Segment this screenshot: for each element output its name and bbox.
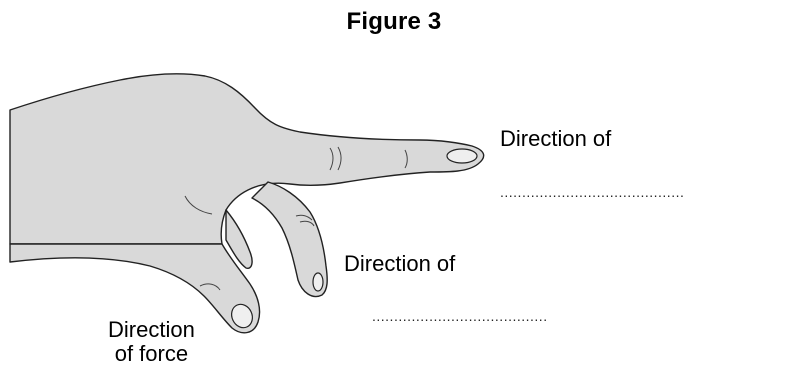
hand-palm xyxy=(10,74,484,244)
thumb-label: Direction of force xyxy=(108,318,195,366)
middle-finger-answer-line[interactable]: ........................................ xyxy=(372,308,548,324)
thumb-label-line2: of force xyxy=(108,342,195,366)
middle-finger-label: Direction of xyxy=(344,252,455,276)
middle-fingernail xyxy=(313,273,323,291)
thumb-label-line1: Direction xyxy=(108,318,195,342)
index-fingernail xyxy=(447,149,477,163)
index-finger-label: Direction of xyxy=(500,127,611,151)
index-finger-answer-line[interactable]: ........................................… xyxy=(500,184,684,200)
